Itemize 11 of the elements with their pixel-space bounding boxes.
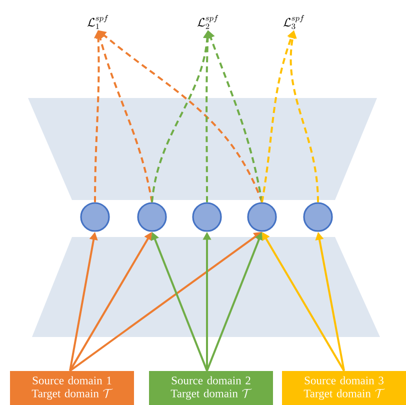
neuron-circle [247, 202, 277, 232]
neuron-circle [192, 202, 222, 232]
domain-box: Source domain 3 Target domain $\mathcal{T}$ [282, 371, 406, 405]
loss-label: $\mathcal{L}_2^{spf}$ [197, 15, 218, 29]
domain-box: Source domain 2 Target domain $\mathcal{T}$ [149, 371, 273, 405]
loss-label: $\mathcal{L}_3^{spf}$ [283, 15, 304, 30]
domain-box: Source domain 1 Target domain $\mathcal{T}$ [10, 371, 134, 405]
loss-label: $\mathcal{L}_1^{spf}$ [87, 15, 108, 29]
neuron-circle [303, 202, 333, 232]
neuron-circle [80, 202, 110, 232]
neuron-circle [137, 202, 167, 232]
